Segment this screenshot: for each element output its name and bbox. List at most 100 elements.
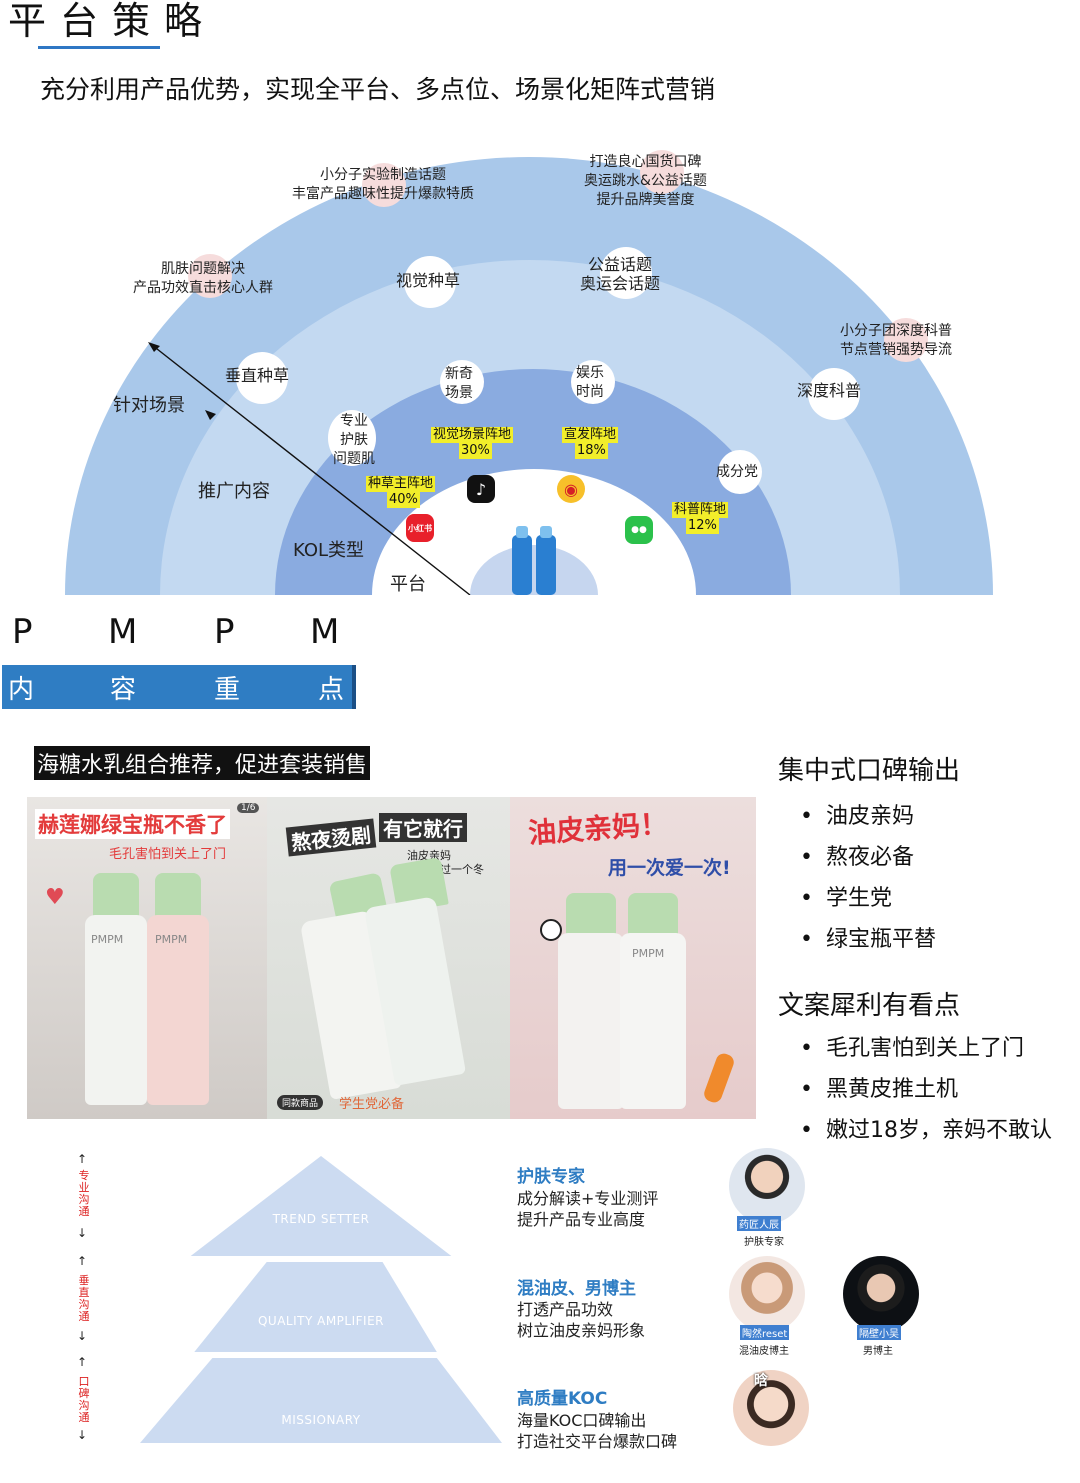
page-subtitle: 充分利用产品优势，实现全平台、多点位、场景化矩阵式营销	[40, 75, 716, 104]
kol-group-desc: 成分解读+专业测评 提升产品专业高度	[517, 1189, 659, 1229]
brand-letter: P	[12, 612, 33, 652]
kol-name: 药匠人辰	[737, 1216, 781, 1231]
platform-share: 40%	[387, 492, 420, 508]
kol-group-title: 混油皮、男博主	[517, 1279, 636, 1299]
bottle	[620, 933, 686, 1109]
photo-footer-tag[interactable]: 同款商品	[277, 1095, 324, 1110]
bottle	[147, 915, 209, 1105]
bar-char: 点	[318, 675, 345, 705]
outer-note: 打造良心国货口碑 奥运跳水&公益话题 提升品牌美誉度	[584, 154, 707, 208]
node-circle	[600, 247, 652, 299]
side-label: 垂直沟通	[78, 1274, 90, 1323]
weibo-icon[interactable]: ◉	[557, 475, 585, 503]
bottle-label: PMPM	[632, 947, 665, 960]
bottle-cap	[93, 873, 139, 919]
node-circle	[808, 368, 860, 420]
avatar[interactable]	[843, 1256, 919, 1332]
note-dot	[884, 318, 928, 362]
promo-photo-1[interactable]: 赫莲娜绿宝瓶不香了 1/6 毛孔害怕到关上了门 ♥ PMPM PMPM	[27, 797, 267, 1119]
promo-photo-3[interactable]: 油皮亲妈！ 用一次爱一次! PMPM	[510, 797, 756, 1119]
bar-char: 重	[214, 675, 241, 705]
highlight-item: 熬夜必备	[778, 837, 936, 878]
promo-photo-2[interactable]: 熬夜烫剧 有它就行 油皮亲妈 不入坑过一个冬 同款商品 学生党必备	[267, 797, 510, 1119]
pyramid-tier: MISSIONARY	[140, 1358, 502, 1443]
bottle-label: PMPM	[91, 933, 124, 946]
ring-platform	[372, 469, 696, 595]
photo-headline: 熬夜烫剧	[285, 818, 377, 857]
xiaohongshu-icon[interactable]: 小红书	[406, 514, 434, 542]
product-bottles	[512, 526, 556, 595]
carrot-icon	[701, 1051, 737, 1105]
avatar[interactable]	[729, 1148, 805, 1224]
axis-label-platform: 平台	[390, 574, 426, 595]
wechat-icon[interactable]: ●●	[625, 516, 653, 544]
node-circle	[236, 352, 288, 404]
kol-node: 新奇 场景	[445, 366, 473, 401]
highlight-heading: 集中式口碑输出	[778, 756, 961, 786]
kol-group-desc: 打透产品功效 树立油皮亲妈形象	[517, 1300, 646, 1340]
outer-note: 肌肤问题解决 产品功效直击核心人群	[133, 261, 273, 296]
bar-char: 容	[110, 675, 137, 705]
douyin-icon[interactable]: ♪	[467, 475, 495, 503]
note-dot	[640, 150, 684, 194]
bottle-label: PMPM	[155, 933, 188, 946]
bar-char: 内	[8, 675, 35, 705]
content-node: 深度科普	[797, 381, 862, 400]
arrow-down-icon: ↓	[77, 1226, 88, 1240]
avatar-badge: 晗	[754, 1373, 768, 1389]
brand-letter: P	[214, 612, 235, 652]
bottle	[558, 933, 624, 1109]
axis-label-kol: KOL类型	[293, 540, 365, 561]
strategy-diagram	[65, 157, 993, 595]
arrow-down-icon: ↓	[77, 1428, 88, 1442]
content-node: 公益话题 奥运会话题	[580, 255, 661, 293]
photo-badge: 1/6	[237, 803, 260, 813]
pyramid-tier: QUALITY AMPLIFIER	[194, 1262, 437, 1352]
bottle-cap	[155, 873, 201, 919]
brand-letter: M	[108, 612, 138, 652]
eye-icon	[540, 919, 562, 941]
highlight-list: 毛孔害怕到关上了门 黑黄皮推土机 嫩过18岁，亲妈不敢认	[778, 1028, 1052, 1151]
highlight-item: 黑黄皮推土机	[778, 1069, 1052, 1110]
highlight-item: 绿宝瓶平替	[778, 919, 936, 960]
content-node: 视觉种草	[396, 271, 461, 290]
platform-name: 宣发阵地	[562, 427, 619, 443]
content-focus-bar: 内 容 重 点	[2, 665, 356, 709]
note-dot	[188, 254, 232, 298]
platform-name: 视觉场景阵地	[431, 427, 514, 443]
note-dot	[362, 163, 406, 207]
highlight-heading: 文案犀利有看点	[778, 991, 961, 1021]
photo-sub: 毛孔害怕到关上了门	[109, 847, 227, 862]
photo-sub: 用一次爱一次!	[608, 857, 731, 879]
kol-node: 娱乐 时尚	[576, 365, 604, 400]
side-label: 口碑沟通	[78, 1375, 90, 1424]
brand-letter: M	[310, 612, 340, 652]
bottle-cap	[566, 893, 616, 937]
promo-tagline: 海糖水乳组合推荐，促进套装销售	[34, 746, 371, 780]
bottle	[85, 915, 147, 1105]
ring-core	[470, 545, 598, 595]
arrow-up-icon: ↑	[77, 1355, 88, 1369]
kol-group-title: 护肤专家	[517, 1167, 585, 1187]
heart-icon: ♥	[45, 885, 65, 910]
photo-headline: 赫莲娜绿宝瓶不香了	[35, 809, 230, 839]
kol-name: 隔壁小吴	[857, 1325, 901, 1340]
node-circle	[571, 360, 615, 404]
node-circle	[440, 360, 484, 404]
axis-label-scene: 针对场景	[113, 395, 185, 416]
kol-role: 护肤专家	[744, 1237, 784, 1248]
platform-share: 12%	[686, 518, 719, 534]
highlight-item: 毛孔害怕到关上了门	[778, 1028, 1052, 1069]
photo-headline-2: 有它就行	[379, 813, 467, 842]
arrow-up-icon: ↑	[77, 1254, 88, 1268]
side-label: 专业沟通	[78, 1169, 90, 1218]
avatar[interactable]	[729, 1256, 805, 1332]
outer-note: 小分子团深度科普 节点营销强势导流	[840, 323, 952, 358]
node-circle	[404, 256, 456, 308]
node-circle	[328, 410, 376, 466]
kol-group-title: 高质量KOC	[517, 1389, 608, 1409]
node-circle	[718, 450, 762, 494]
avatar[interactable]	[733, 1370, 809, 1446]
platform-name: 科普阵地	[672, 502, 729, 518]
highlight-item: 油皮亲妈	[778, 796, 936, 837]
